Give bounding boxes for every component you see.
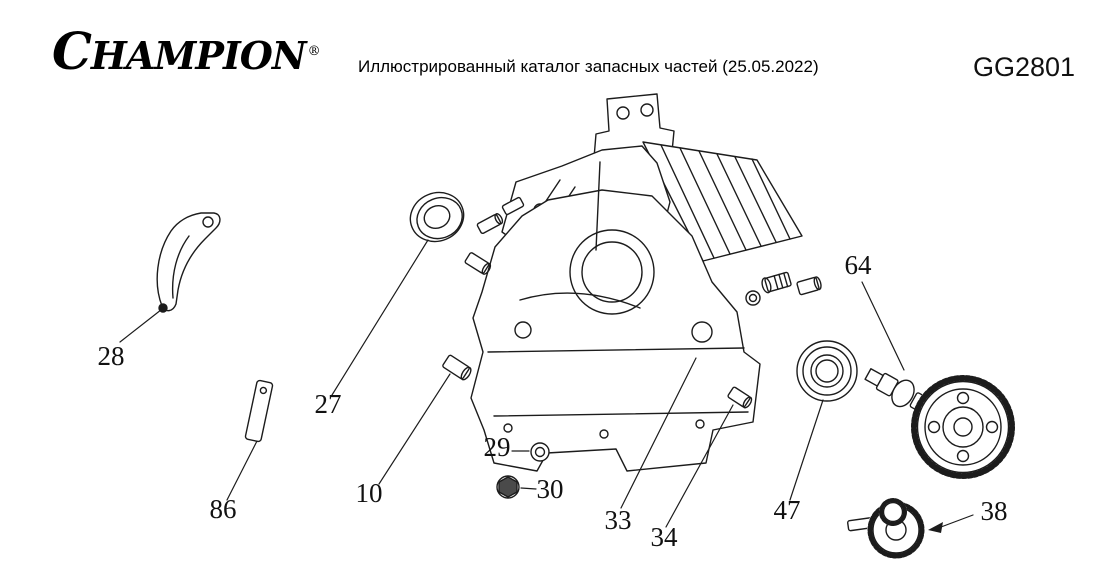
- part-label-30: 30: [537, 474, 564, 504]
- leader-38-arrowhead: [928, 522, 943, 533]
- part-label-33: 33: [605, 505, 632, 535]
- part-label-38: 38: [981, 496, 1008, 526]
- leader-27: [331, 239, 429, 396]
- brand-logo: CHAMPION®: [52, 22, 321, 81]
- registered-trademark-icon: ®: [307, 44, 321, 60]
- leader-30: [520, 487, 537, 490]
- plug-30-part: [496, 475, 520, 499]
- part-label-64: 64: [845, 250, 873, 280]
- crankcase-assembly: [464, 93, 803, 472]
- part-label-28: 28: [98, 341, 125, 371]
- washer-29-part: [530, 442, 550, 462]
- breather-bolt-parts: [745, 271, 822, 306]
- model-code: GG2801: [973, 52, 1076, 82]
- leader-34: [665, 404, 734, 528]
- leader-lines: [119, 239, 974, 533]
- part-label-27: 27: [315, 389, 342, 419]
- catalog-title: Иллюстрированный каталог запасных частей…: [358, 57, 819, 76]
- brand-text: CHAMPION: [52, 22, 307, 81]
- leader-86: [226, 440, 258, 501]
- leader-28: [119, 305, 167, 343]
- leader-33: [620, 357, 697, 509]
- part-label-34: 34: [651, 522, 679, 552]
- part-label-29: 29: [484, 432, 511, 462]
- governor-arm-part: [156, 212, 221, 313]
- leader-64: [861, 281, 905, 371]
- part-label-10: 10: [356, 478, 383, 508]
- governor-gear-38-part: [846, 498, 925, 559]
- leader-47: [789, 399, 824, 501]
- leader-10: [378, 373, 451, 485]
- pin-34-part: [727, 386, 753, 409]
- leader-38: [940, 514, 974, 528]
- pin-10-part: [442, 354, 472, 381]
- plate-86-part: [244, 379, 274, 443]
- part-labels: 28 27 86 10 29 30 33 34 47 64 38: [98, 250, 1008, 552]
- bearing-47-part: [796, 340, 858, 402]
- part-label-86: 86: [210, 494, 237, 524]
- camshaft-64-part: [864, 368, 1015, 479]
- bearing-27-part: [409, 191, 465, 243]
- part-label-47: 47: [774, 495, 801, 525]
